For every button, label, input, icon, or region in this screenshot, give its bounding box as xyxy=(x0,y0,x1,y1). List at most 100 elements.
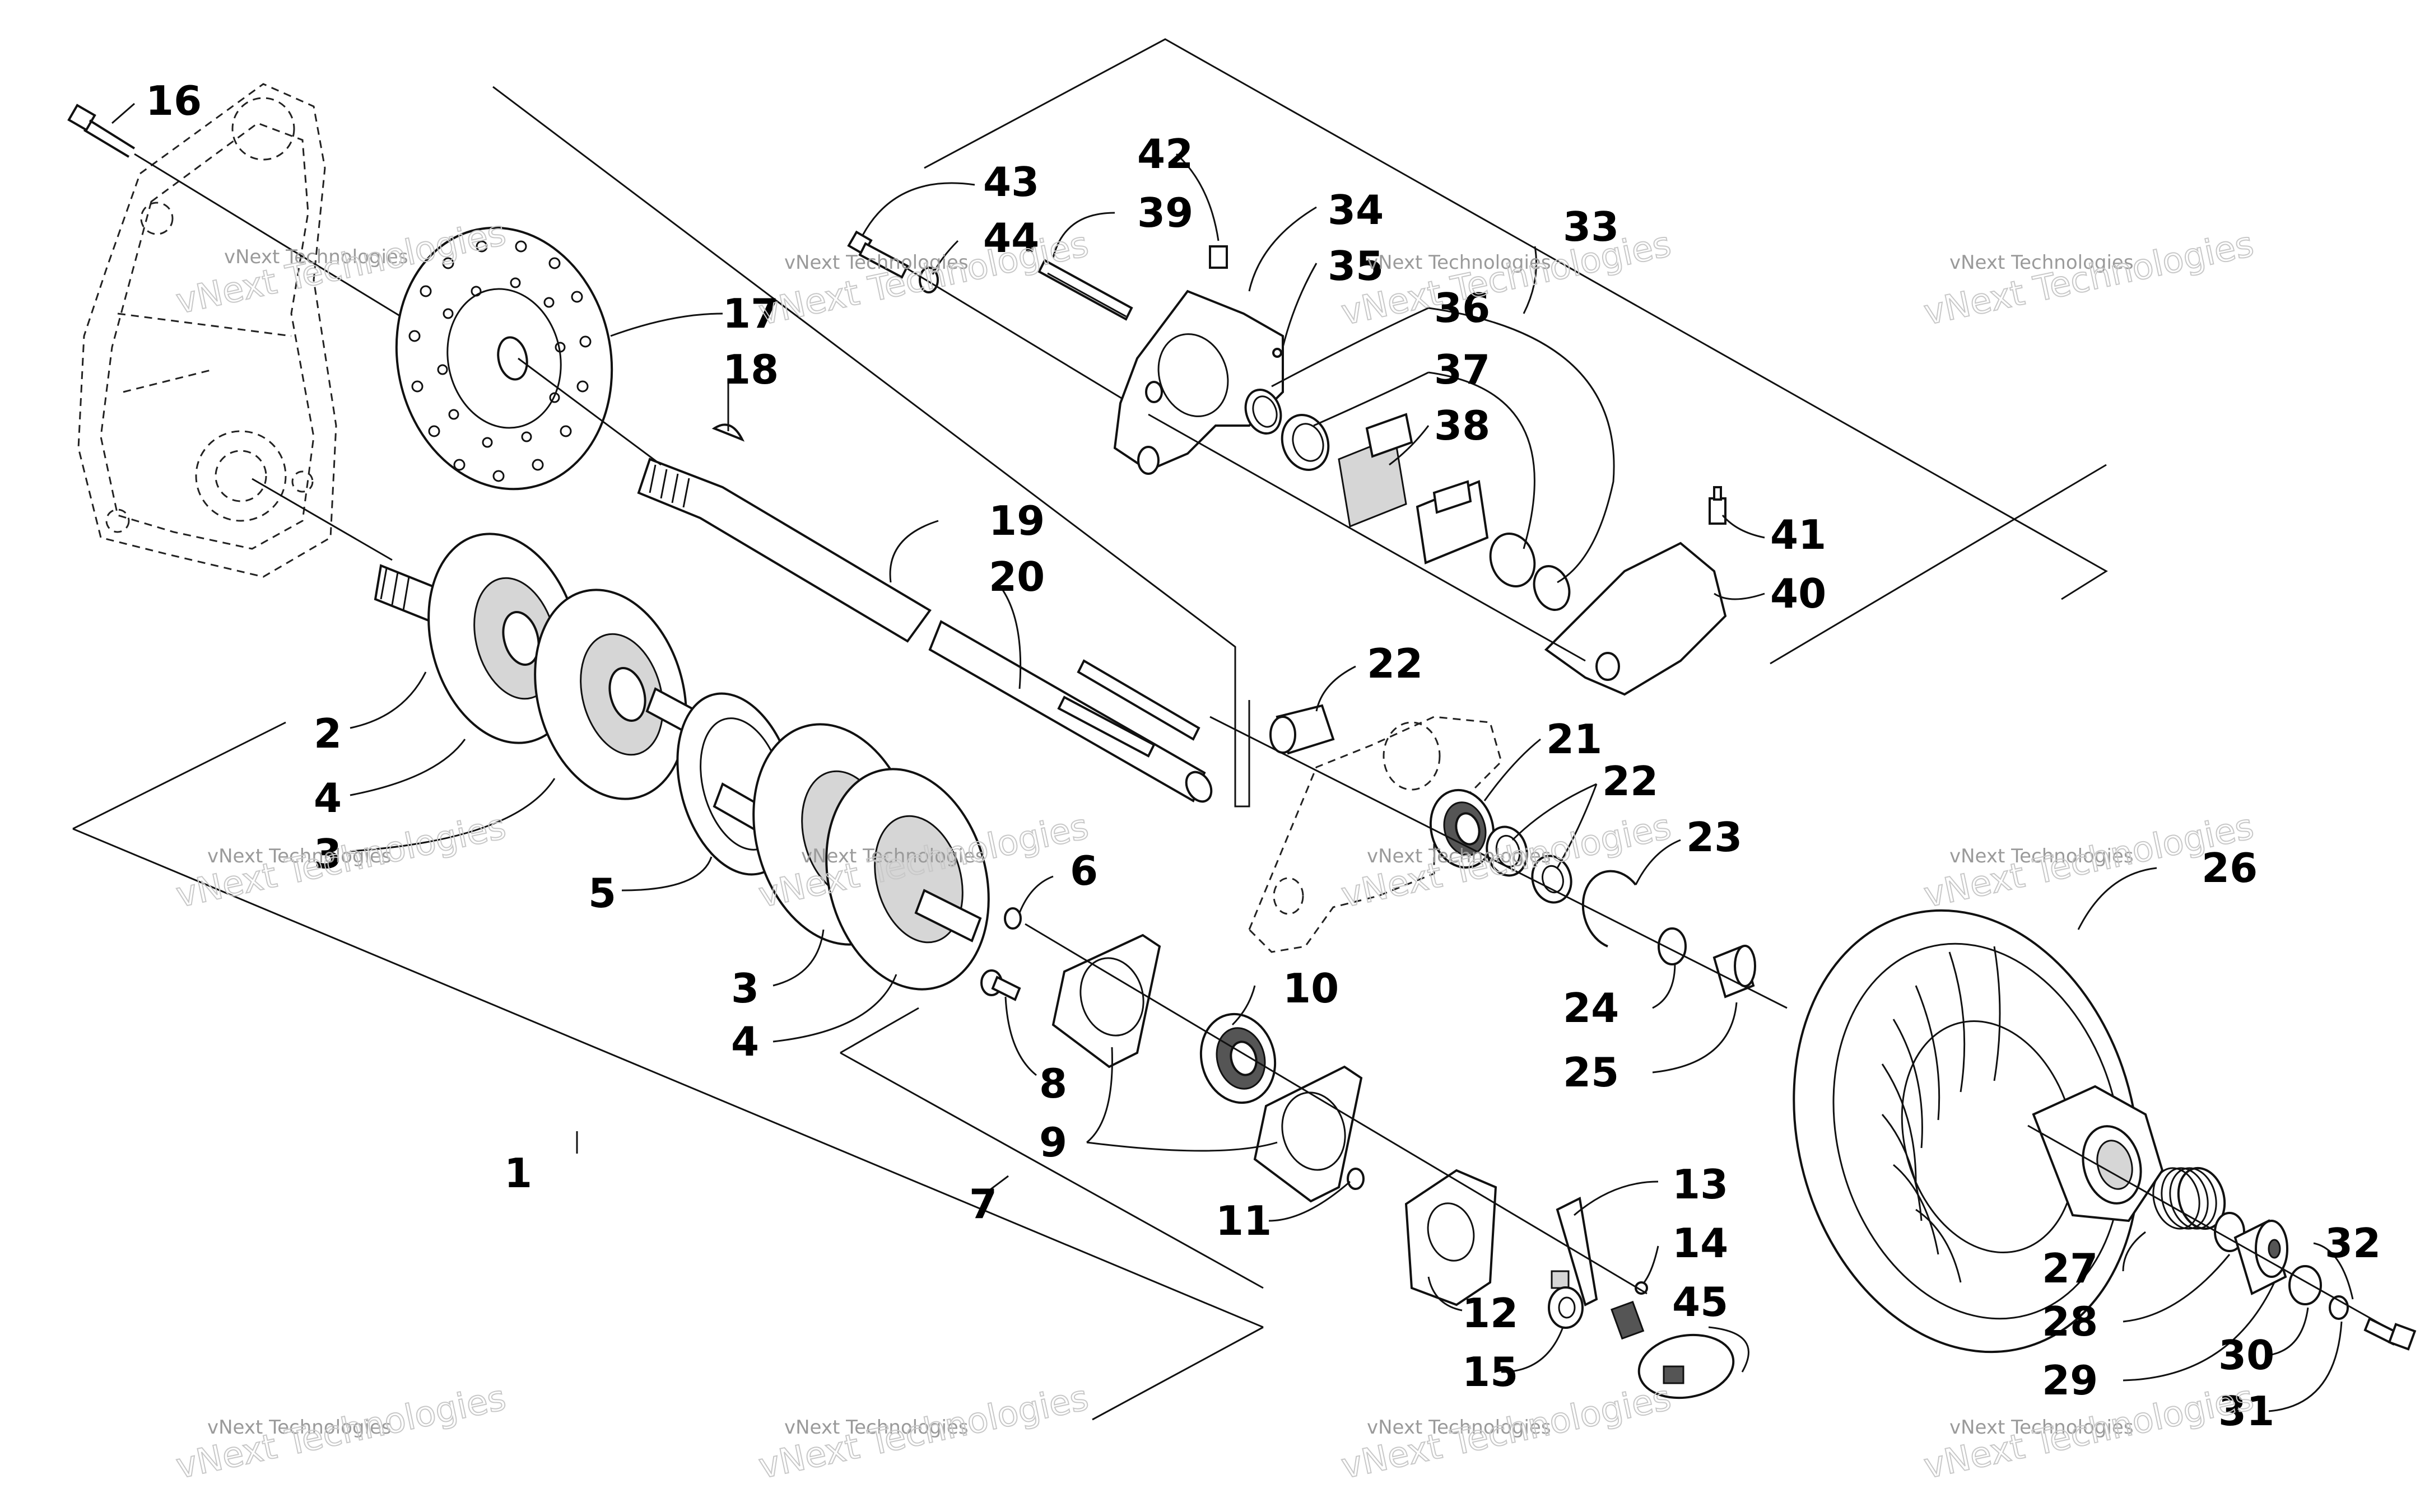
group-outline-bearing-kit xyxy=(840,1007,919,1054)
callout-41: 41 xyxy=(1770,511,1826,558)
callout-38: 38 xyxy=(1434,402,1490,449)
callout-1: 1 xyxy=(504,1150,532,1197)
piston-37b xyxy=(1489,533,1536,587)
callout-8: 8 xyxy=(1039,1060,1067,1107)
bearing-21 xyxy=(1429,788,1495,869)
callout-44: 44 xyxy=(983,214,1039,262)
watermark-small: vNext Technologies xyxy=(1949,1416,2134,1439)
callout-36: 36 xyxy=(1434,284,1490,332)
bleeder-41 xyxy=(1709,486,1726,525)
callout-labels: 16 17 18 19 20 2 4 3 5 6 3 4 8 9 7 1 10 … xyxy=(146,77,2381,1435)
watermark-small: vNext Technologies xyxy=(1367,251,1551,274)
pin-39 xyxy=(1037,259,1133,321)
callout-10: 10 xyxy=(1283,965,1339,1012)
callout-37: 37 xyxy=(1434,346,1490,393)
watermark-small: vNext Technologies xyxy=(1949,845,2134,867)
callout-29: 29 xyxy=(2042,1357,2098,1404)
nut-15 xyxy=(1548,1286,1584,1329)
callout-14: 14 xyxy=(1672,1220,1728,1267)
callout-35: 35 xyxy=(1328,242,1384,290)
brake-disc xyxy=(395,226,613,491)
driven-clutch-26 xyxy=(1793,909,2164,1354)
callout-3b: 3 xyxy=(731,965,759,1012)
bolt-32 xyxy=(2363,1317,2417,1351)
callout-15: 15 xyxy=(1462,1348,1518,1396)
bushing-22 xyxy=(1269,704,1335,755)
callout-5: 5 xyxy=(588,870,616,917)
bearing-flange-9b xyxy=(1253,1065,1363,1203)
group-outline-driveshaft-left xyxy=(72,721,286,830)
bolt-8 xyxy=(980,969,1021,1001)
piston-37 xyxy=(1281,414,1330,471)
group-outline-caliper xyxy=(924,38,2108,600)
callout-24: 24 xyxy=(1563,984,1619,1032)
snap-ring-23 xyxy=(1581,870,1637,948)
hose-clamp-45 xyxy=(1637,1333,1735,1399)
callout-39: 39 xyxy=(1137,189,1193,236)
bleeder-42 xyxy=(1209,245,1228,269)
callout-34: 34 xyxy=(1328,186,1384,234)
drive-shaft xyxy=(637,458,1213,803)
washer-24 xyxy=(1658,927,1687,965)
leader-lines xyxy=(111,102,2354,1412)
watermark-large: vNext Technologies xyxy=(755,223,1092,333)
watermark-small: vNext Technologies xyxy=(1367,1416,1551,1439)
chaincase-housing xyxy=(77,83,337,578)
callout-30: 30 xyxy=(2218,1332,2274,1379)
group-outline-caliper-right xyxy=(1770,464,2107,665)
callout-20: 20 xyxy=(989,553,1045,600)
callout-33: 33 xyxy=(1563,203,1619,250)
callout-25: 25 xyxy=(1563,1049,1619,1096)
nut-11 xyxy=(1347,1168,1365,1190)
callout-19: 19 xyxy=(989,497,1045,544)
housing-bolt xyxy=(67,104,136,158)
callout-26: 26 xyxy=(2202,844,2258,892)
callout-9: 9 xyxy=(1039,1119,1067,1166)
callout-42: 42 xyxy=(1137,130,1193,178)
bearing-flange-9a xyxy=(1051,934,1161,1068)
sprocket-4-upper xyxy=(534,589,687,800)
watermark-small: vNext Technologies xyxy=(784,1416,969,1439)
hub-29 xyxy=(2233,1219,2288,1295)
callout-4a: 4 xyxy=(314,774,342,822)
callout-17: 17 xyxy=(723,290,779,337)
pin-6 xyxy=(1004,907,1022,930)
callout-22a: 22 xyxy=(1367,640,1423,687)
callout-45: 45 xyxy=(1672,1278,1728,1326)
watermark-small: vNext Technologies xyxy=(784,251,969,274)
bolt-43 xyxy=(847,230,909,279)
callout-28: 28 xyxy=(2042,1298,2098,1345)
brake-pad-38a xyxy=(1338,413,1413,528)
brake-pad-38b xyxy=(1416,480,1489,564)
spring-27 xyxy=(2152,1166,2226,1230)
callout-22b: 22 xyxy=(1602,758,1658,805)
callout-31: 31 xyxy=(2218,1388,2274,1435)
callout-21: 21 xyxy=(1546,716,1602,763)
callout-11: 11 xyxy=(1216,1197,1272,1244)
callout-2: 2 xyxy=(314,710,342,757)
seal-36b xyxy=(1533,565,1571,611)
washer-14 xyxy=(1635,1281,1648,1295)
watermark-large: vNext Technologies xyxy=(1920,223,2257,333)
watermark-small: vNext Technologies xyxy=(1949,251,2134,274)
callout-23: 23 xyxy=(1686,814,1742,861)
spacer-25 xyxy=(1712,945,1756,998)
callout-13: 13 xyxy=(1672,1161,1728,1208)
callout-6: 6 xyxy=(1070,847,1098,894)
sensor-plate-12 xyxy=(1404,1169,1497,1306)
group-outline-bearing-kit-bottom xyxy=(840,1052,1264,1289)
group-outline-driveshaft-top xyxy=(492,86,1250,808)
group-outline-driveshaft xyxy=(72,828,1264,1328)
group-outline-driveshaft-bottom xyxy=(1092,1326,1264,1421)
callout-40: 40 xyxy=(1770,570,1826,617)
connector-plug xyxy=(1611,1300,1645,1340)
callout-3a: 3 xyxy=(314,830,342,878)
caliper-half-34 xyxy=(1113,290,1284,475)
watermark-small: vNext Technologies xyxy=(801,845,985,867)
callout-12: 12 xyxy=(1462,1290,1518,1337)
watermark-small: vNext Technologies xyxy=(207,845,392,867)
callout-43: 43 xyxy=(983,158,1039,206)
watermark-small: vNext Technologies xyxy=(207,1416,392,1439)
bearing-10 xyxy=(1199,1012,1277,1104)
watermark-small: vNext Technologies xyxy=(224,246,408,268)
